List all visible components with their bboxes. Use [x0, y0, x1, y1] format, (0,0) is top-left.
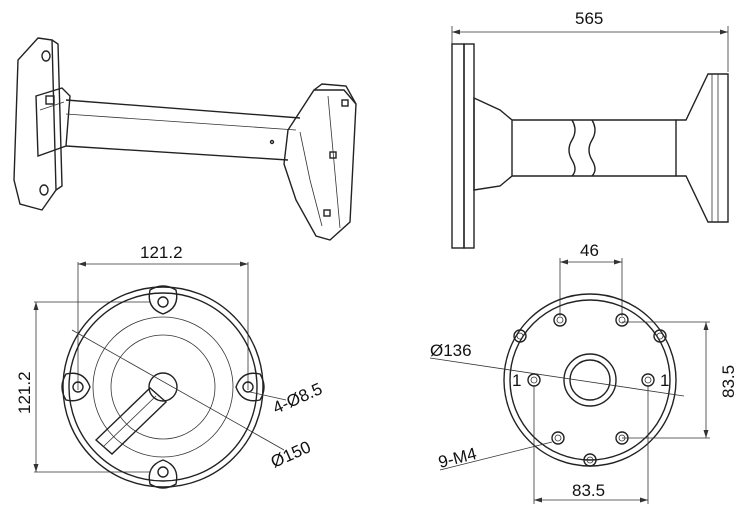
dim-base-diameter-label: Ø150 — [268, 437, 314, 471]
dim-top-height-label: 83.5 — [719, 365, 738, 398]
dim-565-label: 565 — [575, 9, 603, 28]
isometric-view — [13, 37, 357, 241]
side-view: 565 — [451, 9, 729, 249]
top-plate-view: 46 1 1 Ø136 83.5 83.5 — [429, 241, 738, 504]
dim-top-diameter-label: Ø136 — [430, 341, 472, 360]
mark-left-label: 1 — [512, 371, 521, 390]
dim-base-holes-label: 4-Ø8.5 — [270, 379, 325, 418]
mark-right-label: 1 — [660, 371, 669, 390]
dim-base-height-label: 121.2 — [15, 371, 34, 414]
dim-base-width-label: 121.2 — [140, 243, 183, 262]
dim-top-width-label: 83.5 — [572, 481, 605, 500]
dim-top-holes-spacing-label: 46 — [580, 241, 599, 260]
base-plate-view: 121.2 121.2 4-Ø8.5 Ø150 — [15, 243, 325, 489]
dim-top-screws-label: 9-M4 — [436, 444, 478, 472]
